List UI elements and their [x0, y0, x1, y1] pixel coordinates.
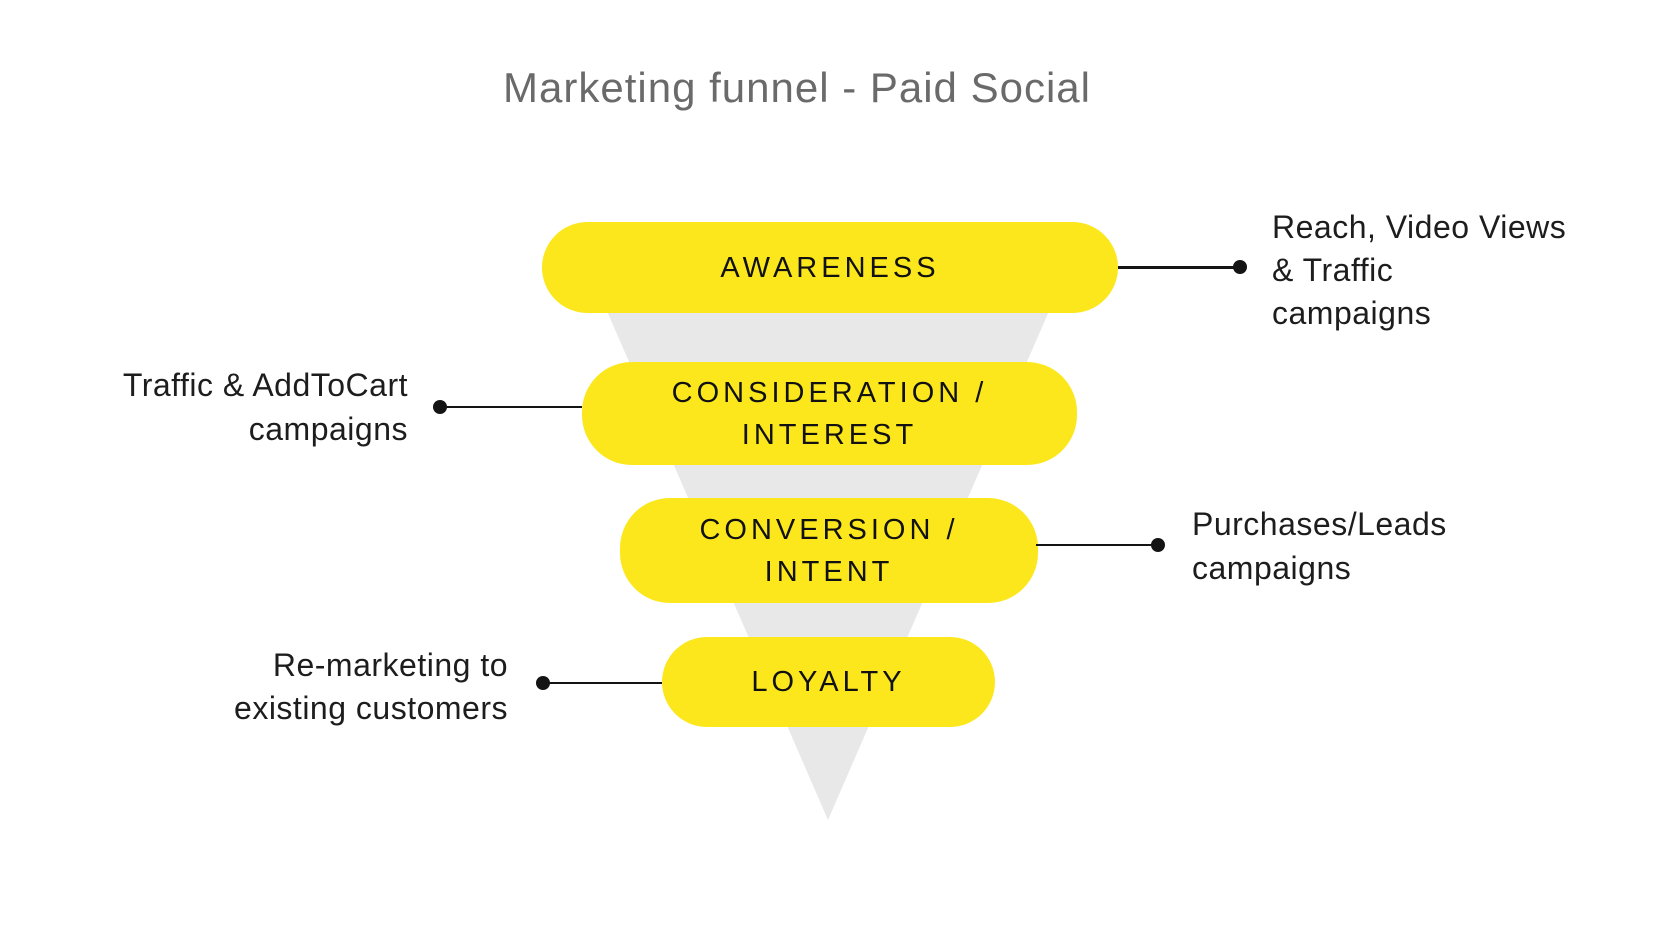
- annotation-consideration: Traffic & AddToCart campaigns: [60, 363, 408, 451]
- connector-dot-awareness: [1233, 260, 1247, 274]
- stage-conversion-intent: CONVERSION / INTENT: [620, 498, 1038, 603]
- stage-loyalty-label: LOYALTY: [751, 666, 906, 698]
- connector-line-loyalty: [543, 681, 662, 684]
- annotation-consideration-line-1: Traffic & AddToCart: [122, 367, 408, 403]
- connector-line-conversion: [1036, 543, 1158, 546]
- annotation-consideration-line-2: campaigns: [248, 411, 408, 447]
- stage-loyalty: LOYALTY: [662, 637, 995, 727]
- annotation-awareness-line-2: & Traffic: [1272, 252, 1394, 288]
- stage-awareness: AWARENESS: [542, 222, 1118, 313]
- annotation-loyalty-line-2: existing customers: [234, 690, 508, 726]
- stage-awareness-label: AWARENESS: [720, 251, 940, 284]
- connector-line-awareness: [1118, 266, 1240, 269]
- annotation-conversion-line-2: campaigns: [1192, 550, 1352, 586]
- annotation-awareness-line-1: Reach, Video Views: [1272, 209, 1567, 245]
- annotation-awareness-line-3: campaigns: [1272, 295, 1432, 331]
- stage-consideration-interest: CONSIDERATION / INTEREST: [582, 362, 1077, 465]
- connector-dot-loyalty: [536, 676, 550, 690]
- stage-conversion-intent-label: CONVERSION / INTENT: [699, 513, 959, 588]
- annotation-loyalty: Re-marketing to existing customers: [160, 644, 508, 730]
- annotation-loyalty-line-1: Re-marketing to: [272, 647, 508, 683]
- connector-line-consideration: [440, 405, 582, 408]
- connector-dot-conversion: [1151, 538, 1165, 552]
- stage-consideration-interest-label: CONSIDERATION / INTEREST: [671, 376, 988, 451]
- page-title: Marketing funnel - Paid Social: [503, 64, 1091, 111]
- annotation-awareness: Reach, Video Views & Traffic campaigns: [1272, 206, 1652, 335]
- connector-dot-consideration: [433, 400, 447, 414]
- annotation-conversion-line-1: Purchases/Leads: [1192, 506, 1447, 542]
- annotation-conversion: Purchases/Leads campaigns: [1192, 502, 1572, 590]
